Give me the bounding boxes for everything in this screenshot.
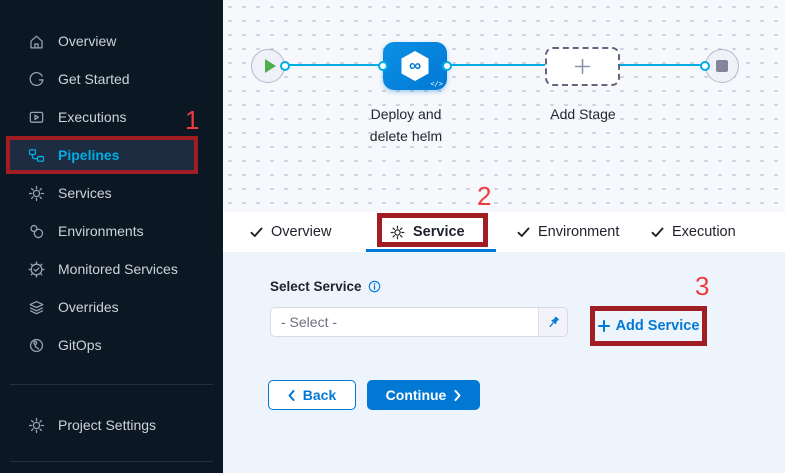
cd-stage-hexagon-icon: ∞: [401, 51, 429, 81]
sidebar-item-executions[interactable]: Executions: [0, 98, 223, 136]
add-service-button[interactable]: Add Service: [597, 318, 700, 334]
chevron-left-icon: [288, 389, 295, 401]
stage-node-deploy[interactable]: ∞ </>: [383, 42, 447, 90]
sidebar-item-label: Overview: [58, 33, 117, 49]
service-config-panel: Select Service - Select - Add Service 3 …: [223, 252, 785, 473]
sidebar-divider: [10, 384, 213, 385]
sidebar-nav: Overview Get Started Executions Pipeline…: [0, 22, 223, 364]
sidebar: Overview Get Started Executions Pipeline…: [0, 0, 223, 473]
continue-button-label: Continue: [385, 387, 447, 403]
sidebar-item-label: Services: [58, 185, 112, 201]
connector-port: [700, 61, 710, 71]
stop-icon: [716, 60, 728, 72]
connector-port: [378, 61, 388, 71]
stage-name-label: Deploy and delete helm: [369, 106, 443, 144]
add-service-label: Add Service: [615, 318, 700, 334]
code-icon: </>: [430, 80, 443, 88]
select-service-placeholder: - Select -: [281, 314, 338, 330]
add-stage-button[interactable]: [545, 47, 620, 86]
sidebar-item-label: Pipelines: [58, 147, 120, 163]
pin-icon: [549, 316, 559, 327]
pipelines-icon: [28, 147, 45, 164]
tab-service[interactable]: Service: [390, 212, 465, 252]
back-button[interactable]: Back: [268, 380, 356, 410]
sidebar-item-overrides[interactable]: Overrides: [0, 288, 223, 326]
tab-label: Service: [413, 224, 465, 240]
sidebar-item-get-started[interactable]: Get Started: [0, 60, 223, 98]
sidebar-item-project-settings[interactable]: Project Settings: [0, 406, 223, 444]
sidebar-item-label: Environments: [58, 223, 144, 239]
sidebar-item-monitored-services[interactable]: Monitored Services: [0, 250, 223, 288]
get-started-icon: [28, 71, 45, 88]
check-icon: [651, 227, 664, 237]
continue-button[interactable]: Continue: [367, 380, 480, 410]
tab-label: Execution: [672, 224, 736, 240]
sidebar-item-label: Get Started: [58, 71, 130, 87]
tab-label: Overview: [271, 224, 332, 240]
plus-icon: [597, 320, 610, 332]
services-icon: [28, 185, 45, 202]
tab-environment[interactable]: Environment: [517, 212, 619, 252]
gear-icon: [390, 225, 405, 239]
sidebar-item-label: Executions: [58, 109, 127, 125]
sidebar-item-label: Project Settings: [58, 417, 157, 433]
check-icon: [517, 227, 530, 237]
gitops-icon: [28, 337, 45, 354]
check-icon: [250, 227, 263, 237]
sidebar-item-environments[interactable]: Environments: [0, 212, 223, 250]
infinity-icon: ∞: [408, 55, 422, 75]
sidebar-item-label: Monitored Services: [58, 261, 178, 277]
select-service-label: Select Service: [270, 279, 381, 294]
annotation-number-1: 1: [185, 105, 200, 135]
sidebar-item-overview[interactable]: Overview: [0, 22, 223, 60]
pipeline-canvas[interactable]: ∞ </> Deploy and delete helm Add Stage 2: [223, 0, 785, 212]
tab-label: Environment: [538, 224, 620, 240]
plus-icon: [574, 58, 591, 75]
overrides-icon: [28, 299, 45, 316]
annotation-number-2: 2: [477, 181, 492, 211]
sidebar-item-label: GitOps: [58, 337, 102, 353]
sidebar-item-gitops[interactable]: GitOps: [0, 326, 223, 364]
tab-overview[interactable]: Overview: [250, 212, 331, 252]
annotation-number-3: 3: [695, 271, 710, 301]
sidebar-item-label: Overrides: [58, 299, 119, 315]
info-icon[interactable]: [368, 280, 381, 293]
select-service-dropdown[interactable]: - Select -: [270, 307, 568, 337]
stage-config-tabbar: Overview Service Environment Execution: [223, 212, 785, 252]
annotation-box-3: Add Service: [590, 306, 707, 346]
tab-execution[interactable]: Execution: [651, 212, 736, 252]
pipeline-end-node[interactable]: [705, 49, 739, 83]
sidebar-item-services[interactable]: Services: [0, 174, 223, 212]
connector-port: [280, 61, 290, 71]
executions-icon: [28, 109, 45, 126]
play-icon: [264, 59, 276, 73]
chevron-right-icon: [454, 389, 461, 401]
pipeline-connector-line: [268, 64, 722, 66]
fixed-value-pin-button[interactable]: [538, 308, 567, 336]
connector-port: [442, 61, 452, 71]
main-content: ∞ </> Deploy and delete helm Add Stage 2: [223, 0, 785, 473]
monitored-services-icon: [28, 260, 45, 278]
environments-icon: [28, 223, 45, 240]
active-tab-underline: [366, 249, 496, 252]
sidebar-divider: [10, 461, 213, 462]
gear-icon: [28, 417, 45, 434]
add-stage-label: Add Stage: [550, 106, 616, 122]
home-icon: [28, 33, 45, 50]
sidebar-item-pipelines[interactable]: Pipelines: [10, 136, 194, 174]
back-button-label: Back: [302, 387, 337, 403]
